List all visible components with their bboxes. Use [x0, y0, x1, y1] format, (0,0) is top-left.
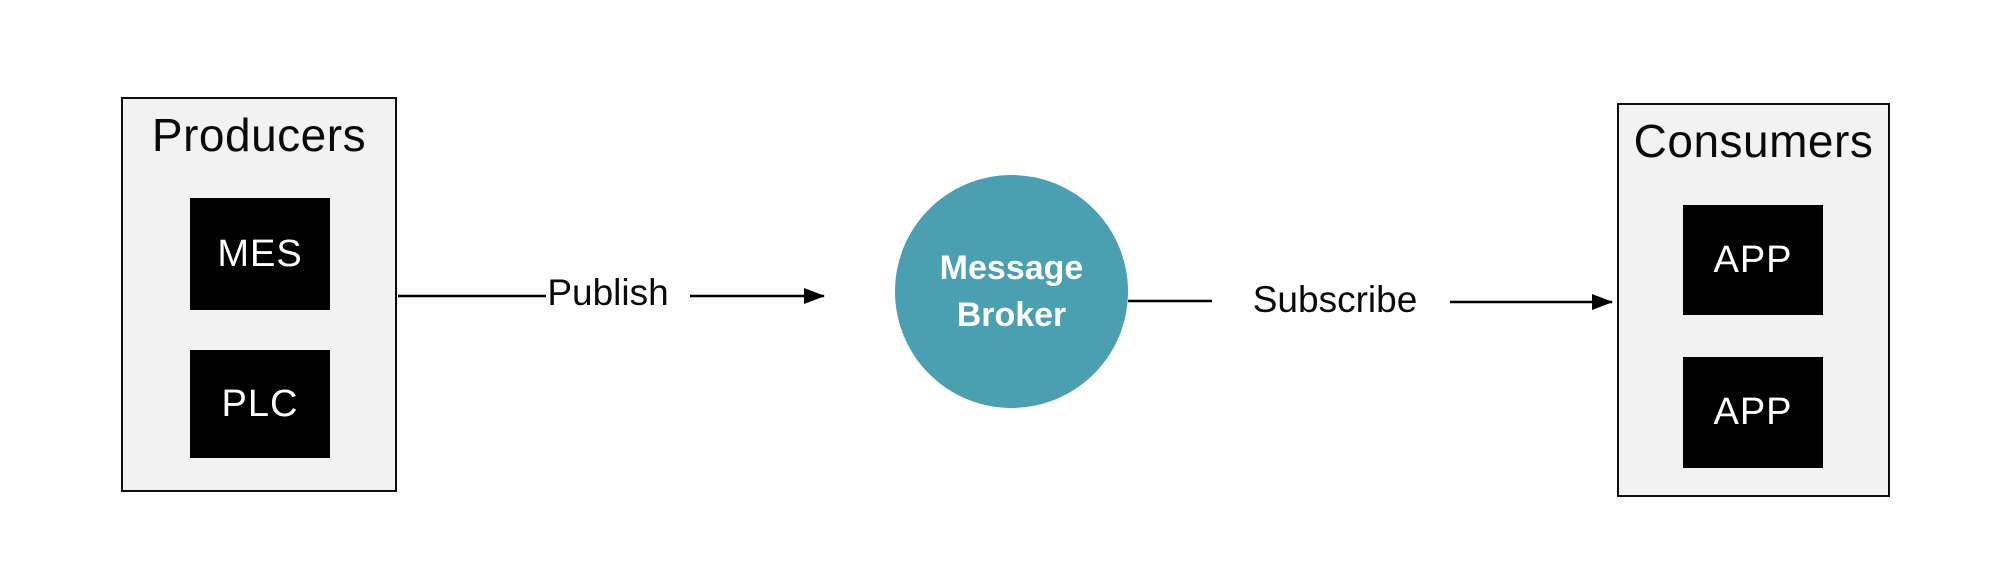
- subscribe-edge-label: Subscribe: [1252, 279, 1418, 320]
- message-broker-label-line1: Message: [939, 248, 1084, 287]
- message-broker-label-line2: Broker: [956, 295, 1067, 334]
- producer-node-plc: PLC: [190, 350, 330, 458]
- producer-node-mes: MES: [190, 198, 330, 310]
- consumers-group-box: Consumers APP APP: [1617, 103, 1890, 497]
- consumer-node-app-2: APP: [1683, 357, 1823, 468]
- producers-group-title: Producers: [151, 109, 367, 161]
- producer-node-mes-label: MES: [217, 232, 303, 275]
- message-broker-node: Message Broker: [895, 175, 1128, 408]
- consumer-node-app-2-label: APP: [1713, 391, 1793, 433]
- consumer-node-app-1-label: APP: [1713, 238, 1793, 281]
- producers-group-box: Producers MES PLC: [121, 97, 397, 492]
- publish-edge-label: Publish: [547, 272, 669, 313]
- consumers-group-title: Consumers: [1633, 115, 1874, 167]
- producer-node-plc-label: PLC: [221, 382, 299, 425]
- consumer-node-app-1: APP: [1683, 205, 1823, 315]
